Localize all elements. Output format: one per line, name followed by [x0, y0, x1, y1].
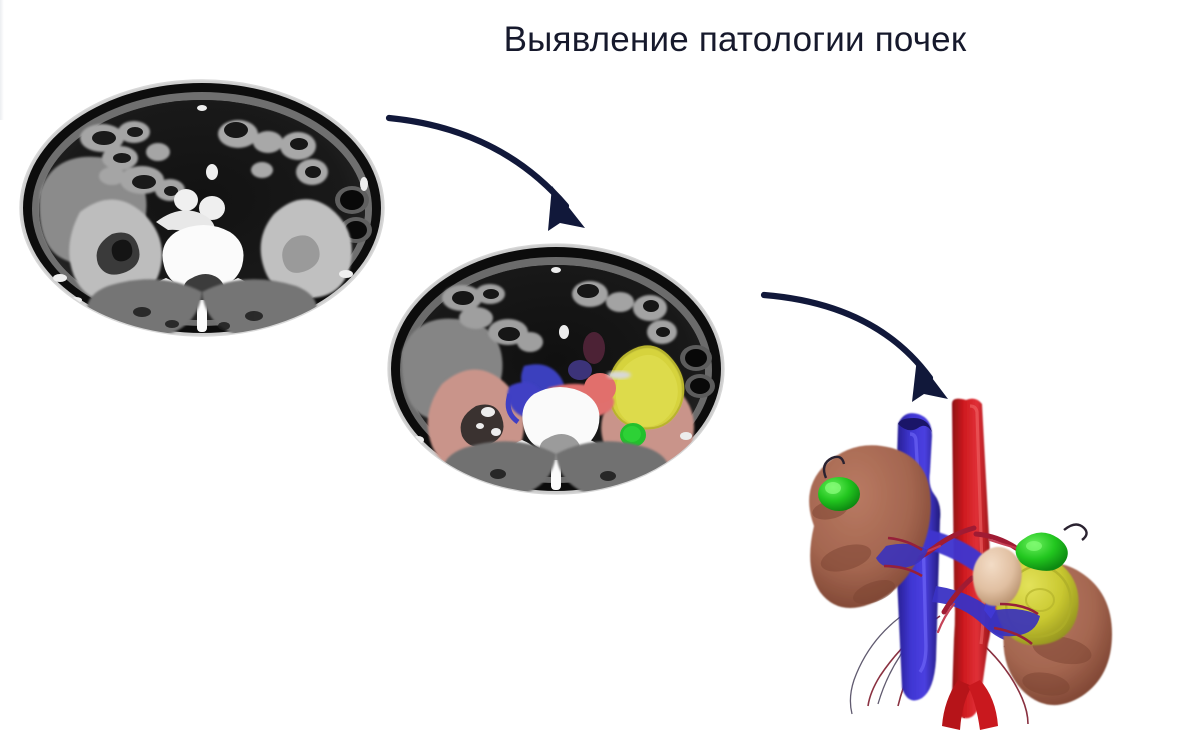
vr-3d-graphic — [809, 398, 1112, 730]
volume-rendered-3d-kidneys-vessels — [790, 378, 1120, 730]
axial-ct-native-grayscale — [16, 72, 388, 348]
ct-native-graphic — [19, 79, 385, 337]
arrow-native-to-segmented — [385, 114, 585, 231]
axial-ct-color-segmented — [384, 236, 728, 504]
page-title: Выявление патологии почек — [503, 20, 967, 59]
ct-segmented-graphic — [387, 243, 725, 495]
